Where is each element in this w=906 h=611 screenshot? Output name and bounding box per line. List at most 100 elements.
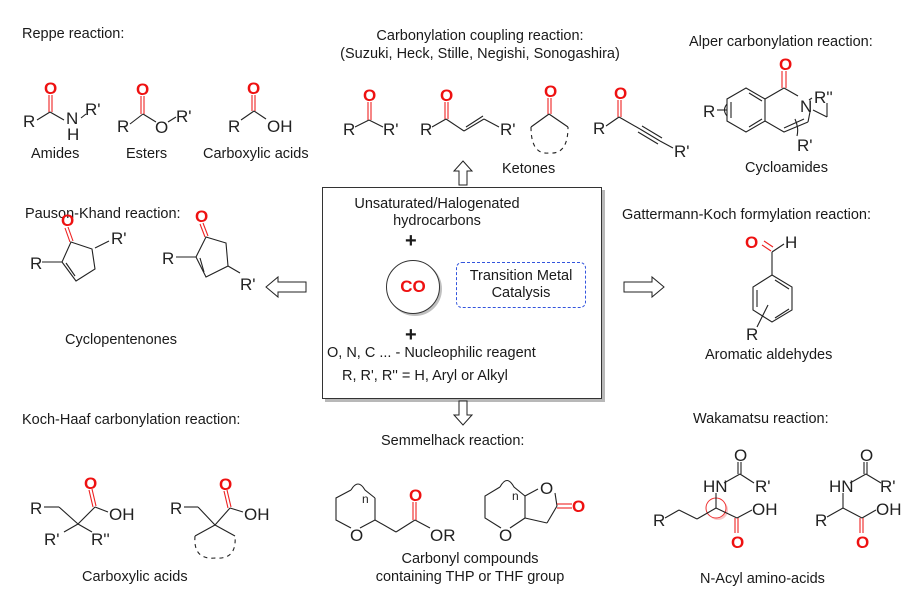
svg-text:R: R	[30, 499, 42, 518]
alper-title: Alper carbonylation reaction:	[689, 34, 873, 50]
svg-text:R: R	[228, 117, 240, 136]
ketone-structures: R O R' R O R' O R O R'	[343, 82, 690, 161]
svg-text:R: R	[420, 120, 432, 139]
svg-text:R': R'	[44, 530, 60, 549]
thp-ester-structure: O n O OR	[335, 483, 456, 545]
svg-text:O: O	[44, 79, 57, 98]
enone-structure: R O R'	[420, 86, 516, 139]
cyclopentenone-1: O R R'	[30, 211, 127, 282]
aromatic-aldehydes-label: Aromatic aldehydes	[705, 347, 833, 363]
carbonylation-coupling-subtitle: (Suzuki, Heck, Stille, Negishi, Sonogash…	[340, 46, 620, 62]
carboxylic-acid-structure: R O OH	[228, 79, 293, 136]
koch-haaf-title: Koch-Haaf carbonylation reaction:	[22, 412, 241, 428]
simple-ketone-structure: R O R'	[343, 86, 399, 139]
wakamatsu-title: Wakamatsu reaction:	[693, 411, 829, 427]
svg-text:R'': R''	[814, 88, 833, 107]
catalysis-box: Transition Metal Catalysis	[456, 262, 586, 308]
svg-text:O: O	[544, 82, 557, 101]
arrow-up-icon	[452, 160, 474, 186]
cycloamides-label: Cycloamides	[745, 160, 828, 176]
koch-haaf-acid-2: O OH R	[170, 475, 270, 559]
svg-text:O: O	[440, 86, 453, 105]
ketones-label: Ketones	[502, 161, 556, 177]
semmelhack-title: Semmelhack reaction:	[381, 433, 525, 449]
semmelhack-label-line1: Carbonyl compounds	[401, 551, 539, 567]
svg-text:HN: HN	[829, 477, 854, 496]
svg-text:O: O	[136, 80, 149, 99]
svg-text:R: R	[170, 499, 182, 518]
svg-text:R': R'	[755, 477, 771, 496]
svg-text:O: O	[856, 533, 869, 552]
svg-text:O: O	[350, 526, 363, 545]
svg-text:R: R	[653, 511, 665, 530]
svg-text:H: H	[785, 233, 797, 252]
svg-text:R': R'	[383, 120, 399, 139]
svg-text:O: O	[860, 446, 873, 465]
arrow-left-icon	[265, 275, 307, 299]
svg-text:O: O	[247, 79, 260, 98]
svg-text:O: O	[61, 211, 74, 230]
svg-text:O: O	[219, 475, 232, 494]
cyclopentenone-2: O R R'	[162, 207, 256, 294]
cyclopentenones-label: Cyclopentenones	[65, 332, 178, 348]
svg-text:R'': R''	[91, 530, 110, 549]
reppe-title: Reppe reaction:	[22, 26, 125, 42]
svg-text:R: R	[815, 511, 827, 530]
svg-text:OH: OH	[244, 505, 270, 524]
svg-text:R': R'	[674, 142, 690, 161]
pauson-khand-title: Pauson-Khand reaction:	[25, 206, 181, 222]
carbonylation-coupling-title: Carbonylation coupling reaction:	[376, 28, 584, 44]
substituents-text: R, R', R'' = H, Aryl or Alkyl	[342, 368, 508, 384]
n-acyl-amino-acid-1: R HN O R' OH O	[653, 446, 778, 552]
svg-text:O: O	[572, 497, 585, 516]
plus-sign-top: +	[405, 230, 417, 252]
thf-lactone-structure: O n O O	[484, 479, 585, 545]
svg-text:OR: OR	[430, 526, 456, 545]
reactant-line1: Unsaturated/Halogenated	[354, 196, 520, 212]
reppe-label-carboxylic-acids: Carboxylic acids	[203, 146, 309, 162]
svg-text:R': R'	[500, 120, 516, 139]
catalysis-line2: Catalysis	[491, 285, 551, 301]
svg-text:OH: OH	[267, 117, 293, 136]
svg-text:R': R'	[797, 136, 813, 155]
arrow-right-icon	[623, 275, 665, 299]
reppe-label-amides: Amides	[31, 146, 80, 162]
cycloamide-structure: O N R'' R R'	[703, 55, 833, 155]
arrow-down-icon	[452, 400, 474, 426]
plus-sign-bottom: +	[405, 324, 417, 346]
reactants-box	[322, 187, 602, 399]
catalysis-line1: Transition Metal	[469, 268, 573, 284]
svg-text:R': R'	[85, 100, 101, 119]
svg-text:R: R	[746, 325, 758, 344]
svg-text:R: R	[23, 112, 35, 131]
svg-text:O: O	[363, 86, 376, 105]
koch-haaf-carboxylic-acids-label: Carboxylic acids	[82, 569, 188, 585]
svg-text:N: N	[800, 97, 812, 116]
n-acyl-amino-acids-label: N-Acyl amino-acids	[700, 571, 825, 587]
semmelhack-label-line2: containing THP or THF group	[375, 569, 565, 585]
svg-text:O: O	[614, 84, 627, 103]
reppe-structures: R O N H R' R O O R' R O OH	[23, 79, 293, 144]
svg-text:OH: OH	[752, 500, 778, 519]
svg-text:n: n	[362, 492, 369, 506]
svg-text:O: O	[84, 474, 97, 493]
svg-text:R: R	[117, 117, 129, 136]
svg-text:R: R	[593, 119, 605, 138]
svg-text:O: O	[155, 118, 168, 137]
koch-haaf-acid-1: O OH R R' R''	[30, 474, 135, 549]
co-circle: CO	[386, 260, 440, 314]
svg-text:H: H	[67, 125, 79, 144]
svg-text:N: N	[66, 109, 78, 128]
svg-text:OH: OH	[109, 505, 135, 524]
reactant-line2: hydrocarbons	[393, 213, 481, 229]
svg-text:R: R	[343, 120, 355, 139]
amide-structure: R O N H R'	[23, 79, 101, 144]
svg-text:HN: HN	[703, 477, 728, 496]
ynone-structure: R O R'	[593, 84, 690, 161]
reppe-label-esters: Esters	[126, 146, 168, 162]
svg-text:R: R	[703, 102, 715, 121]
svg-text:R': R'	[880, 477, 896, 496]
n-acyl-amino-acid-2: R HN O R' OH O	[815, 446, 902, 552]
svg-text:O: O	[731, 533, 744, 552]
